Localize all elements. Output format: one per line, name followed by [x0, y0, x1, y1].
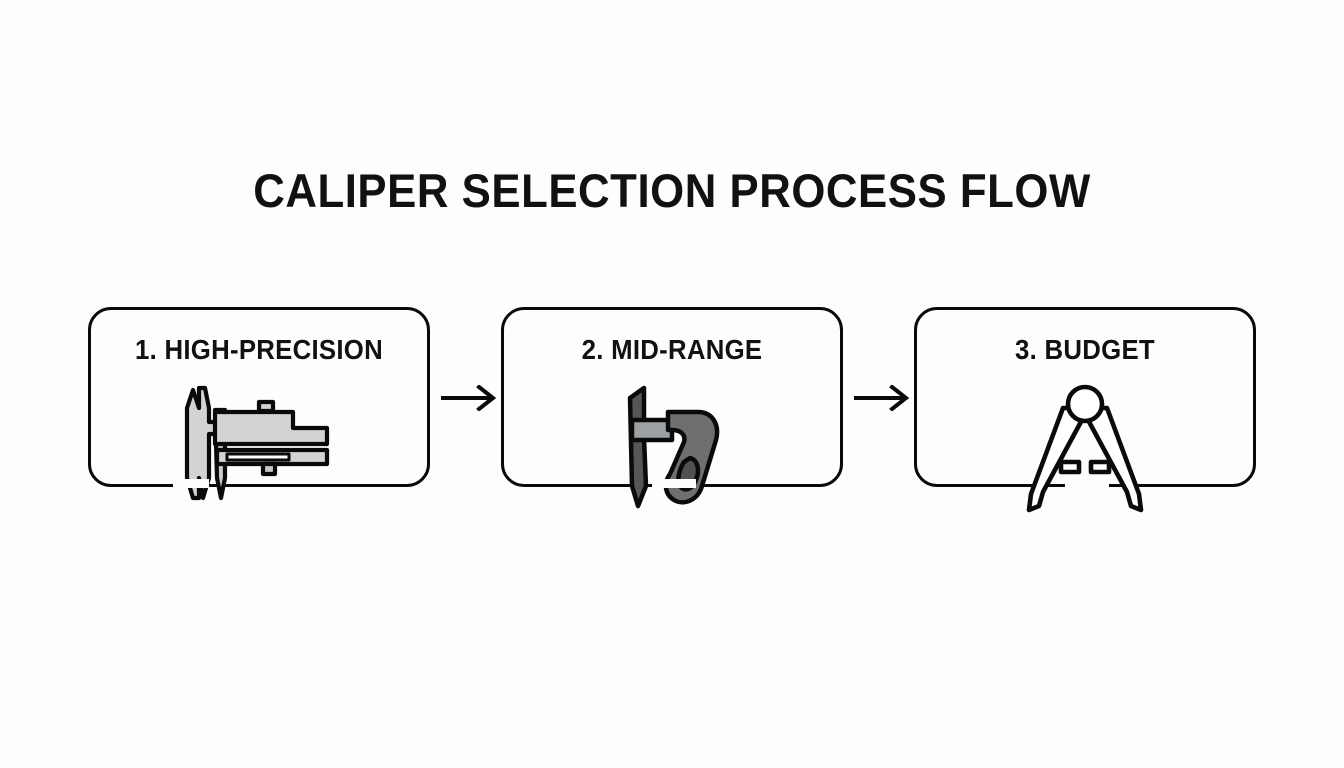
process-step-label-2: 2. Mid-Range	[581, 334, 763, 365]
process-step-card-3[interactable]: 3. Budget	[914, 307, 1256, 513]
divider-caliper-icon	[985, 382, 1185, 522]
process-step-card-1[interactable]: 1. High-Precision	[88, 307, 430, 501]
brake-caliper-icon	[572, 382, 772, 522]
card-3-border-gap	[1065, 479, 1109, 488]
card-2-border-gap	[652, 479, 696, 488]
process-flow-row: 1. High-Precision	[88, 307, 1256, 513]
process-step-label-1: 1. High-Precision	[134, 334, 384, 365]
card-1-border-gap	[173, 479, 209, 488]
page-title: Caliper Selection Process Flow	[253, 164, 1091, 218]
arrow-step2-to-step3	[854, 385, 914, 411]
vernier-caliper-icon	[159, 382, 359, 522]
process-step-label-3: 3. Budget	[1015, 334, 1155, 365]
process-step-card-2[interactable]: 2. Mid-Range	[501, 307, 843, 509]
arrow-step1-to-step2	[441, 385, 501, 411]
